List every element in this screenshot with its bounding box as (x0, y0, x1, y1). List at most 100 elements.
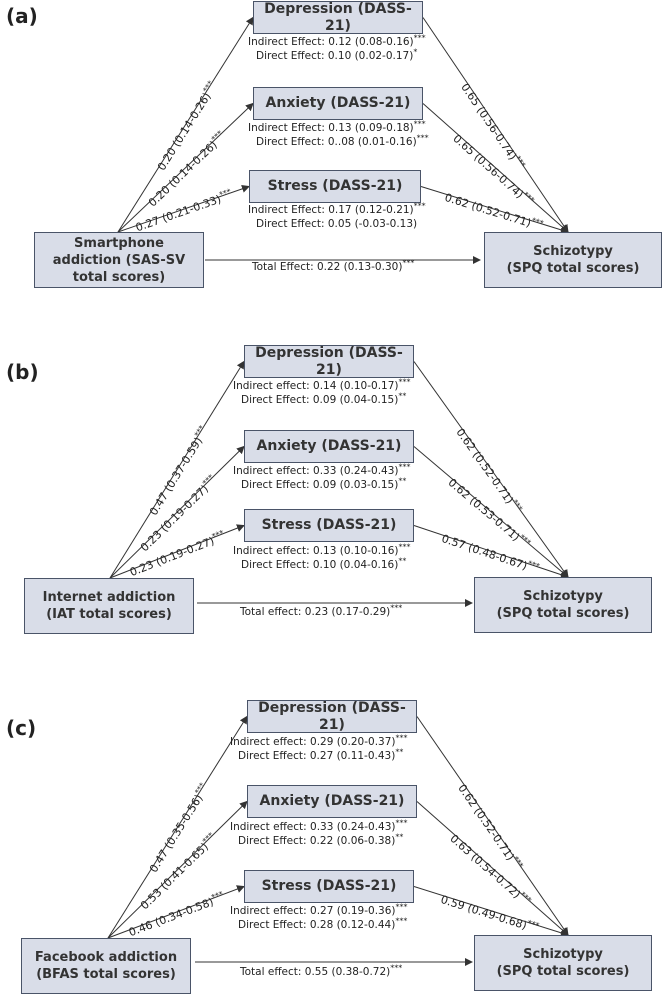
anxiety-indirect-effect: Indirect Effect: 0.13 (0.09-0.18)*** (248, 119, 426, 135)
total-effect-label: Total effect: 0.55 (0.38-0.72)*** (240, 963, 403, 979)
significance-stars: ** (395, 747, 404, 757)
depression-a-path-arrow (117, 16, 254, 233)
effect-text: Direct Effect: 0..08 (0.01-0.16) (256, 136, 417, 148)
depression-indirect-effect: Indirect effect: 0.14 (0.10-0.17)*** (233, 377, 411, 393)
outcome-box: Schizotypy (SPQ total scores) (474, 577, 652, 633)
stress-a-path-arrow (117, 185, 250, 233)
significance-stars: *** (390, 963, 403, 973)
effect-text: Total effect: 0.23 (0.17-0.29) (240, 606, 391, 618)
predictor-box: Smartphone addiction (SAS-SV total score… (34, 232, 204, 288)
stress-b-path-arrow (413, 886, 569, 937)
anxiety-mediator-box: Anxiety (DASS-21) (253, 87, 423, 120)
anxiety-a-path-arrow (117, 102, 254, 233)
effect-text: Direct Effect: 0.22 (0.06-0.38) (238, 835, 396, 847)
total-effect-label: Total effect: 0.23 (0.17-0.29)*** (240, 603, 403, 619)
anxiety-indirect-effect: Indirect effect: 0.33 (0.24-0.43)*** (233, 462, 411, 478)
anxiety-direct-effect: Direct Effect: 0..08 (0.01-0.16)*** (256, 133, 429, 149)
depression-a-path-arrow (107, 715, 248, 939)
significance-stars: *** (526, 559, 541, 572)
depression-mediator-box: Depression (DASS-21) (253, 1, 423, 34)
outcome-box: Schizotypy (SPQ total scores) (474, 935, 652, 991)
panel-label: (c) (6, 716, 37, 740)
anxiety-mediator-box: Anxiety (DASS-21) (247, 785, 417, 818)
predictor-box: Internet addiction (IAT total scores) (24, 578, 194, 634)
anxiety-b-path-arrow (416, 801, 569, 936)
stress-b-path-arrow (420, 186, 569, 234)
anxiety-direct-effect: Direct Effect: 0.09 (0.03-0.15)** (241, 476, 407, 492)
significance-stars: *** (416, 133, 429, 143)
outcome-box: Schizotypy (SPQ total scores) (484, 232, 662, 288)
effect-text: Direct Effect: 0.09 (0.03-0.15) (241, 479, 399, 491)
significance-stars: ** (398, 476, 407, 486)
significance-stars: *** (398, 462, 411, 472)
significance-stars: *** (402, 258, 415, 268)
effect-text: Direct Effect: 0.05 (-0.03-0.13) (256, 218, 418, 230)
depression-direct-effect: Direct Effect: 0.10 (0.02-0.17)* (256, 47, 418, 63)
panel-label: (a) (6, 4, 38, 28)
significance-stars: ** (398, 556, 407, 566)
depression-direct-effect: Direct Effect: 0.09 (0.04-0.15)** (241, 391, 407, 407)
effect-text: Direct Effect: 0.10 (0.02-0.17) (256, 50, 414, 62)
effect-text: Direct Effect: 0.28 (0.12-0.44) (238, 919, 396, 931)
significance-stars: *** (395, 916, 408, 926)
significance-stars: *** (413, 201, 426, 211)
depression-mediator-box: Depression (DASS-21) (244, 345, 414, 378)
significance-stars: *** (398, 377, 411, 387)
anxiety-direct-effect: Direct Effect: 0.22 (0.06-0.38)** (238, 832, 404, 848)
significance-stars: *** (395, 818, 408, 828)
effect-text: Indirect effect: 0.33 (0.24-0.43) (230, 821, 396, 833)
stress-mediator-box: Stress (DASS-21) (249, 170, 421, 203)
significance-stars: *** (390, 603, 403, 613)
significance-stars: *** (218, 187, 233, 200)
predictor-box: Facebook addiction (BFAS total scores) (21, 938, 191, 994)
depression-a-path-arrow (109, 360, 245, 579)
stress-b-path-arrow (413, 525, 569, 579)
effect-text: Total Effect: 0.22 (0.13-0.30) (252, 261, 403, 273)
anxiety-mediator-box: Anxiety (DASS-21) (244, 430, 414, 463)
depression-indirect-effect: Indirect Effect: 0.12 (0.08-0.16)*** (248, 33, 426, 49)
effect-text: Indirect Effect: 0.17 (0.12-0.21) (248, 204, 414, 216)
significance-stars: *** (530, 216, 545, 229)
significance-stars: *** (398, 542, 411, 552)
effect-text: Direct Effect: 0.10 (0.04-0.16) (241, 559, 399, 571)
effect-text: Indirect effect: 0.13 (0.10-0.16) (233, 545, 399, 557)
stress-indirect-effect: Indirect effect: 0.13 (0.10-0.16)*** (233, 542, 411, 558)
effect-text: Indirect effect: 0.14 (0.10-0.17) (233, 380, 399, 392)
stress-indirect-effect: Indirect effect: 0.27 (0.19-0.36)*** (230, 902, 408, 918)
stress-direct-effect: Direct Effect: 0.10 (0.04-0.16)** (241, 556, 407, 572)
significance-stars: *** (413, 33, 426, 43)
significance-stars: ** (395, 832, 404, 842)
effect-text: Indirect Effect: 0.13 (0.09-0.18) (248, 122, 414, 134)
significance-stars: *** (413, 119, 426, 129)
significance-stars: * (413, 47, 418, 57)
significance-stars: *** (395, 902, 408, 912)
total-effect-label: Total Effect: 0.22 (0.13-0.30)*** (252, 258, 415, 274)
significance-stars: ** (398, 391, 407, 401)
effect-text: Direct Effect: 0.09 (0.04-0.15) (241, 394, 399, 406)
stress-a-path-arrow (107, 885, 245, 939)
effect-text: Direct Effect: 0.27 (0.11-0.43) (238, 750, 396, 762)
anxiety-b-path-arrow (422, 103, 569, 233)
depression-mediator-box: Depression (DASS-21) (247, 700, 417, 733)
significance-stars: *** (395, 733, 408, 743)
depression-b-path-arrow (422, 17, 569, 233)
depression-indirect-effect: Indirect effect: 0.29 (0.20-0.37)*** (230, 733, 408, 749)
stress-direct-effect: Direct Effect: 0.28 (0.12-0.44)*** (238, 916, 408, 932)
anxiety-a-path-arrow (109, 445, 245, 579)
effect-text: Indirect effect: 0.33 (0.24-0.43) (233, 465, 399, 477)
effect-text: Indirect Effect: 0.12 (0.08-0.16) (248, 36, 414, 48)
effect-text: Indirect effect: 0.27 (0.19-0.36) (230, 905, 396, 917)
stress-mediator-box: Stress (DASS-21) (244, 870, 414, 903)
anxiety-b-path-arrow (413, 446, 569, 578)
stress-mediator-box: Stress (DASS-21) (244, 509, 414, 542)
depression-b-path-arrow (416, 716, 569, 936)
stress-indirect-effect: Indirect Effect: 0.17 (0.12-0.21)*** (248, 201, 426, 217)
effect-text: Total effect: 0.55 (0.38-0.72) (240, 966, 391, 978)
stress-direct-effect: Direct Effect: 0.05 (-0.03-0.13) (256, 217, 417, 231)
panel-label: (b) (6, 360, 39, 384)
effect-text: Indirect effect: 0.29 (0.20-0.37) (230, 736, 396, 748)
anxiety-a-path-arrow (107, 800, 248, 939)
stress-a-path-arrow (109, 524, 245, 579)
depression-direct-effect: Direct Effect: 0.27 (0.11-0.43)** (238, 747, 404, 763)
